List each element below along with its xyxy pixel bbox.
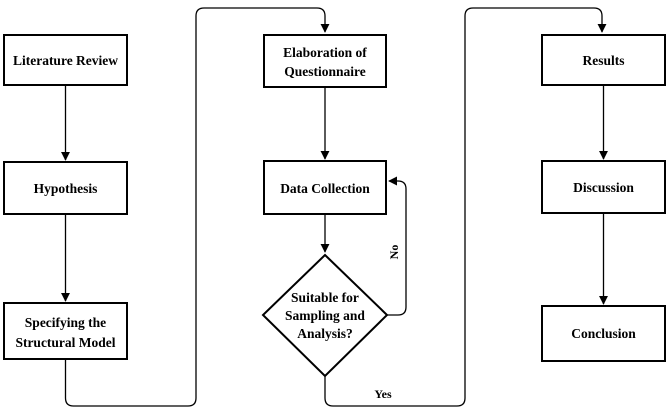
discussion-label: Discussion <box>573 180 634 195</box>
no-edge-label: No <box>387 245 401 260</box>
conclusion-label: Conclusion <box>571 326 636 341</box>
data-collection-label: Data Collection <box>280 181 370 196</box>
specifying-model-box <box>3 302 128 360</box>
results-label: Results <box>582 53 624 68</box>
decision-label-line2: Sampling and <box>285 308 365 323</box>
decision-label-line1: Suitable for <box>291 290 359 305</box>
elaboration-label-line1: Elaboration of <box>283 45 367 60</box>
elaboration-questionnaire-box <box>263 34 387 88</box>
literature-review-box <box>3 34 128 86</box>
hypothesis-label: Hypothesis <box>34 181 98 196</box>
literature-review-label: Literature Review <box>13 53 118 68</box>
specifying-model-label-line1: Specifying the <box>25 315 106 330</box>
elaboration-label-line2: Questionnaire <box>284 64 366 79</box>
hypothesis-box <box>3 161 128 215</box>
specifying-model-label-line2: Structural Model <box>15 335 115 350</box>
discussion-box <box>541 160 666 214</box>
conclusion-box <box>541 305 666 362</box>
yes-edge-label: Yes <box>374 387 392 401</box>
data-collection-box <box>263 160 387 215</box>
decision-label-line3: Analysis? <box>297 326 353 341</box>
connector-specifying-to-elaboration <box>64 7 330 407</box>
yes-connector-to-results <box>324 7 607 407</box>
no-loop-connector <box>387 176 407 316</box>
